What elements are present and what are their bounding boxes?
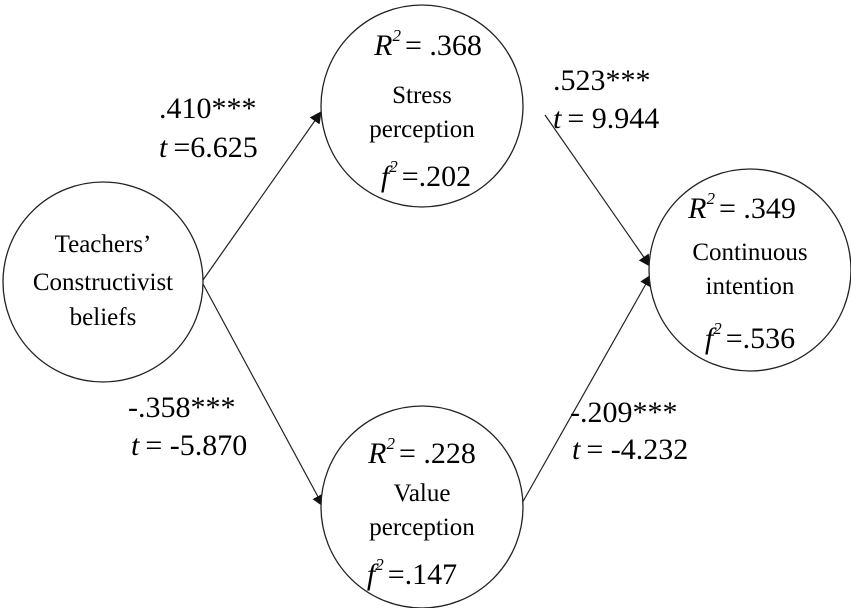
node-teachers-constructivist-beliefs bbox=[2, 181, 204, 383]
continuous-label-line-2: intention bbox=[706, 273, 795, 300]
node-continuous-intention bbox=[648, 168, 851, 372]
value-label-line-2: perception bbox=[369, 514, 475, 541]
stress-r-squared: R2= .368 bbox=[373, 26, 482, 62]
stress-label-line-1: Stress bbox=[392, 82, 452, 109]
path-coef-teachers-stress: .410*** bbox=[159, 92, 257, 125]
path-t-teachers-value: t= -5.870 bbox=[131, 429, 247, 462]
stress-label-line-2: perception bbox=[369, 116, 475, 143]
value-r-squared: R2= .228 bbox=[367, 434, 476, 470]
continuous-r-squared: R2= .349 bbox=[687, 189, 796, 225]
arrow-value-to-continuous bbox=[520, 274, 652, 506]
path-coef-value-continuous: -.209*** bbox=[570, 396, 678, 429]
value-label-line-1: Value bbox=[394, 480, 451, 507]
path-coef-teachers-value: -.358*** bbox=[128, 391, 236, 424]
continuous-label-line-1: Continuous bbox=[692, 239, 807, 266]
teachers-label-line-1: Teachers’ bbox=[55, 231, 152, 258]
arrow-teachers-to-value bbox=[202, 283, 324, 507]
node-stress-perception bbox=[320, 4, 524, 208]
path-coef-stress-continuous: .523*** bbox=[553, 64, 651, 97]
arrow-teachers-to-stress bbox=[202, 111, 322, 281]
arrow-stress-to-continuous bbox=[544, 114, 651, 267]
teachers-label-line-3: beliefs bbox=[70, 304, 137, 331]
path-t-teachers-stress: t=6.625 bbox=[159, 131, 258, 164]
path-t-stress-continuous: t= 9.944 bbox=[553, 102, 659, 135]
teachers-label-line-2: Constructivist bbox=[33, 269, 173, 296]
path-t-value-continuous: t= -4.232 bbox=[572, 433, 688, 466]
value-f-squared: f2=.147 bbox=[367, 555, 457, 591]
node-value-perception bbox=[320, 405, 524, 608]
